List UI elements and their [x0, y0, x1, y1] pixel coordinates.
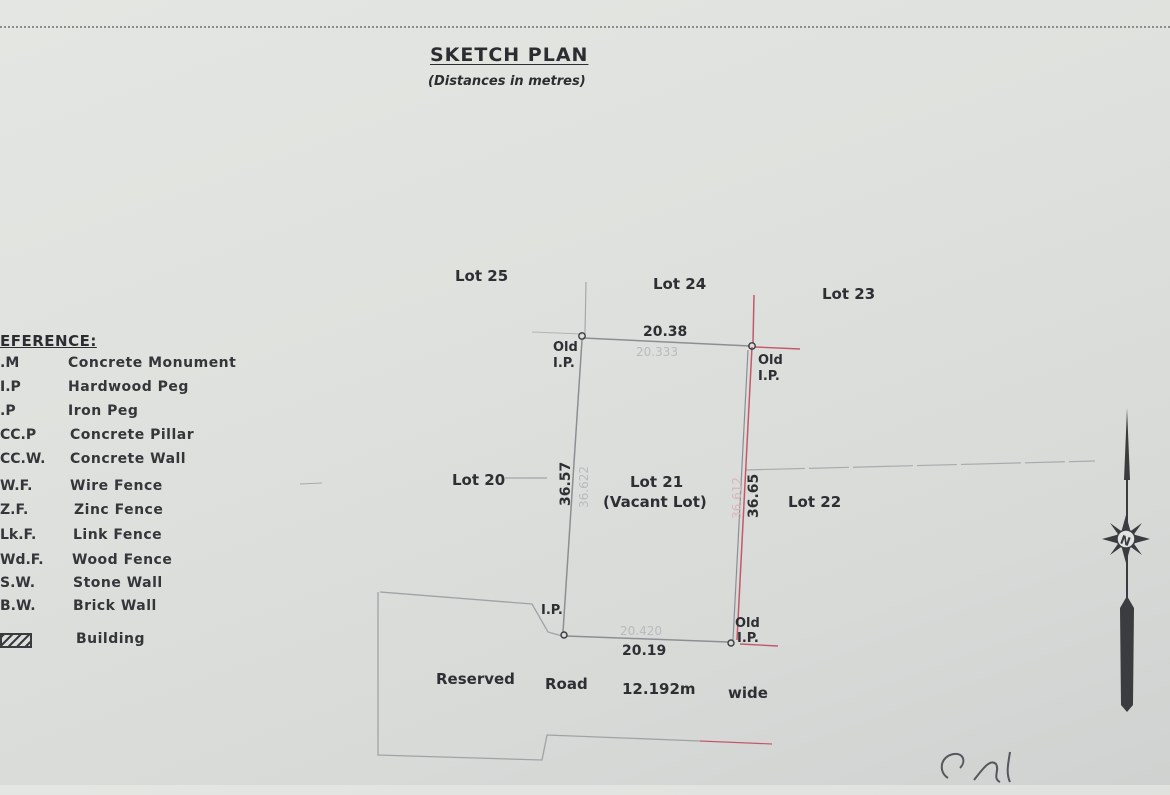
legend-code: Lk.F.	[0, 527, 37, 543]
legend-code: .P	[0, 403, 16, 419]
peg-bottom-right-old: Old	[735, 616, 760, 631]
signature-mark	[930, 748, 1040, 795]
legend-desc: Zinc Fence	[74, 502, 164, 518]
lot25-lot24-divider-line	[584, 281, 587, 335]
sketch-plan-title: SKETCH PLAN	[430, 44, 589, 66]
red-boundary-bottom-right	[739, 643, 779, 647]
lot-22-label: Lot 22	[788, 493, 841, 511]
north-arrow-icon: N	[1102, 408, 1150, 712]
legend-code: W.F.	[0, 478, 33, 494]
iron-peg-bottom-left	[560, 631, 568, 639]
legend-desc: Wire Fence	[70, 478, 163, 494]
top-boundary-distance: 20.38	[643, 324, 687, 340]
lot-24-label: Lot 24	[653, 275, 706, 293]
legend-desc: Iron Peg	[68, 403, 139, 419]
old-iron-peg-top-left	[578, 332, 586, 340]
legend-desc: Link Fence	[73, 527, 163, 543]
bottom-boundary-distance: 20.19	[622, 643, 666, 659]
peg-top-right-code: I.P.	[758, 369, 780, 384]
lot21-left-boundary	[562, 339, 583, 633]
legend-code: .M	[0, 355, 20, 371]
legend-code: I.P	[0, 379, 21, 395]
peg-bottom-left-code: I.P.	[541, 603, 563, 618]
right-boundary-distance: 36.65	[746, 474, 762, 518]
road-label-wide: wide	[728, 684, 768, 702]
legend-code: Z.F.	[0, 502, 29, 518]
road-label-reserved: Reserved	[436, 670, 515, 688]
lot21-right-boundary	[732, 349, 749, 641]
legend-desc: Concrete Monument	[68, 355, 237, 371]
lot-21-label: Lot 21	[630, 473, 683, 491]
legend-desc: Hardwood Peg	[68, 379, 189, 395]
fence-dash-left	[299, 482, 323, 485]
legend-code: Wd.F.	[0, 552, 44, 568]
lot-23-label: Lot 23	[822, 285, 875, 303]
red-road-edge	[699, 740, 773, 745]
peg-top-left-code: I.P.	[553, 356, 575, 371]
peg-bottom-right-code: I.P.	[737, 631, 759, 646]
reserved-road-outline	[377, 592, 701, 761]
lot-25-label: Lot 25	[455, 267, 508, 285]
distance-units-subtitle: (Distances in metres)	[428, 74, 586, 89]
peg-top-left-old: Old	[553, 340, 578, 355]
lot21-bottom-boundary	[565, 635, 729, 643]
old-iron-peg-top-right	[748, 342, 756, 350]
bottom-boundary-distance-faint: 20.420	[620, 624, 662, 638]
old-iron-peg-bottom-right	[727, 639, 735, 647]
top-dotted-border	[0, 26, 1170, 28]
lot-20-label: Lot 20	[452, 471, 505, 489]
legend-desc: Stone Wall	[73, 575, 163, 591]
peg-top-right-old: Old	[758, 353, 783, 368]
top-boundary-distance-faint: 20.333	[636, 345, 678, 359]
legend-desc: Brick Wall	[73, 598, 157, 614]
red-boundary-top-right	[754, 346, 801, 350]
legend-desc: Concrete Wall	[70, 451, 187, 467]
legend-code: CC.W.	[0, 451, 46, 467]
right-boundary-distance-faint: 36.612	[730, 477, 744, 519]
legend-desc: Wood Fence	[72, 552, 173, 568]
left-boundary-distance: 36.57	[558, 462, 574, 506]
legend-desc: Building	[76, 631, 146, 647]
legend-code: B.W.	[0, 598, 36, 614]
road-frontage-line	[379, 591, 563, 637]
hatched-square-icon	[0, 633, 32, 648]
legend-desc: Concrete Pillar	[70, 427, 195, 443]
road-width-value: 12.192m	[622, 680, 696, 698]
left-boundary-distance-faint: 36.622	[577, 466, 591, 508]
lot22-lot23-divider-line	[744, 460, 1096, 471]
legend-code: S.W.	[0, 575, 36, 591]
north-letter: N	[1118, 533, 1132, 550]
red-boundary-right	[736, 346, 753, 641]
top-extension-line	[531, 331, 583, 335]
red-boundary-top-extension	[752, 294, 755, 344]
reference-heading: EFERENCE:	[0, 332, 97, 350]
road-label-road: Road	[545, 675, 588, 693]
lot21-top-boundary	[582, 337, 751, 347]
lot-21-vacant-note: (Vacant Lot)	[603, 493, 707, 511]
legend-code: CC.P	[0, 427, 37, 443]
